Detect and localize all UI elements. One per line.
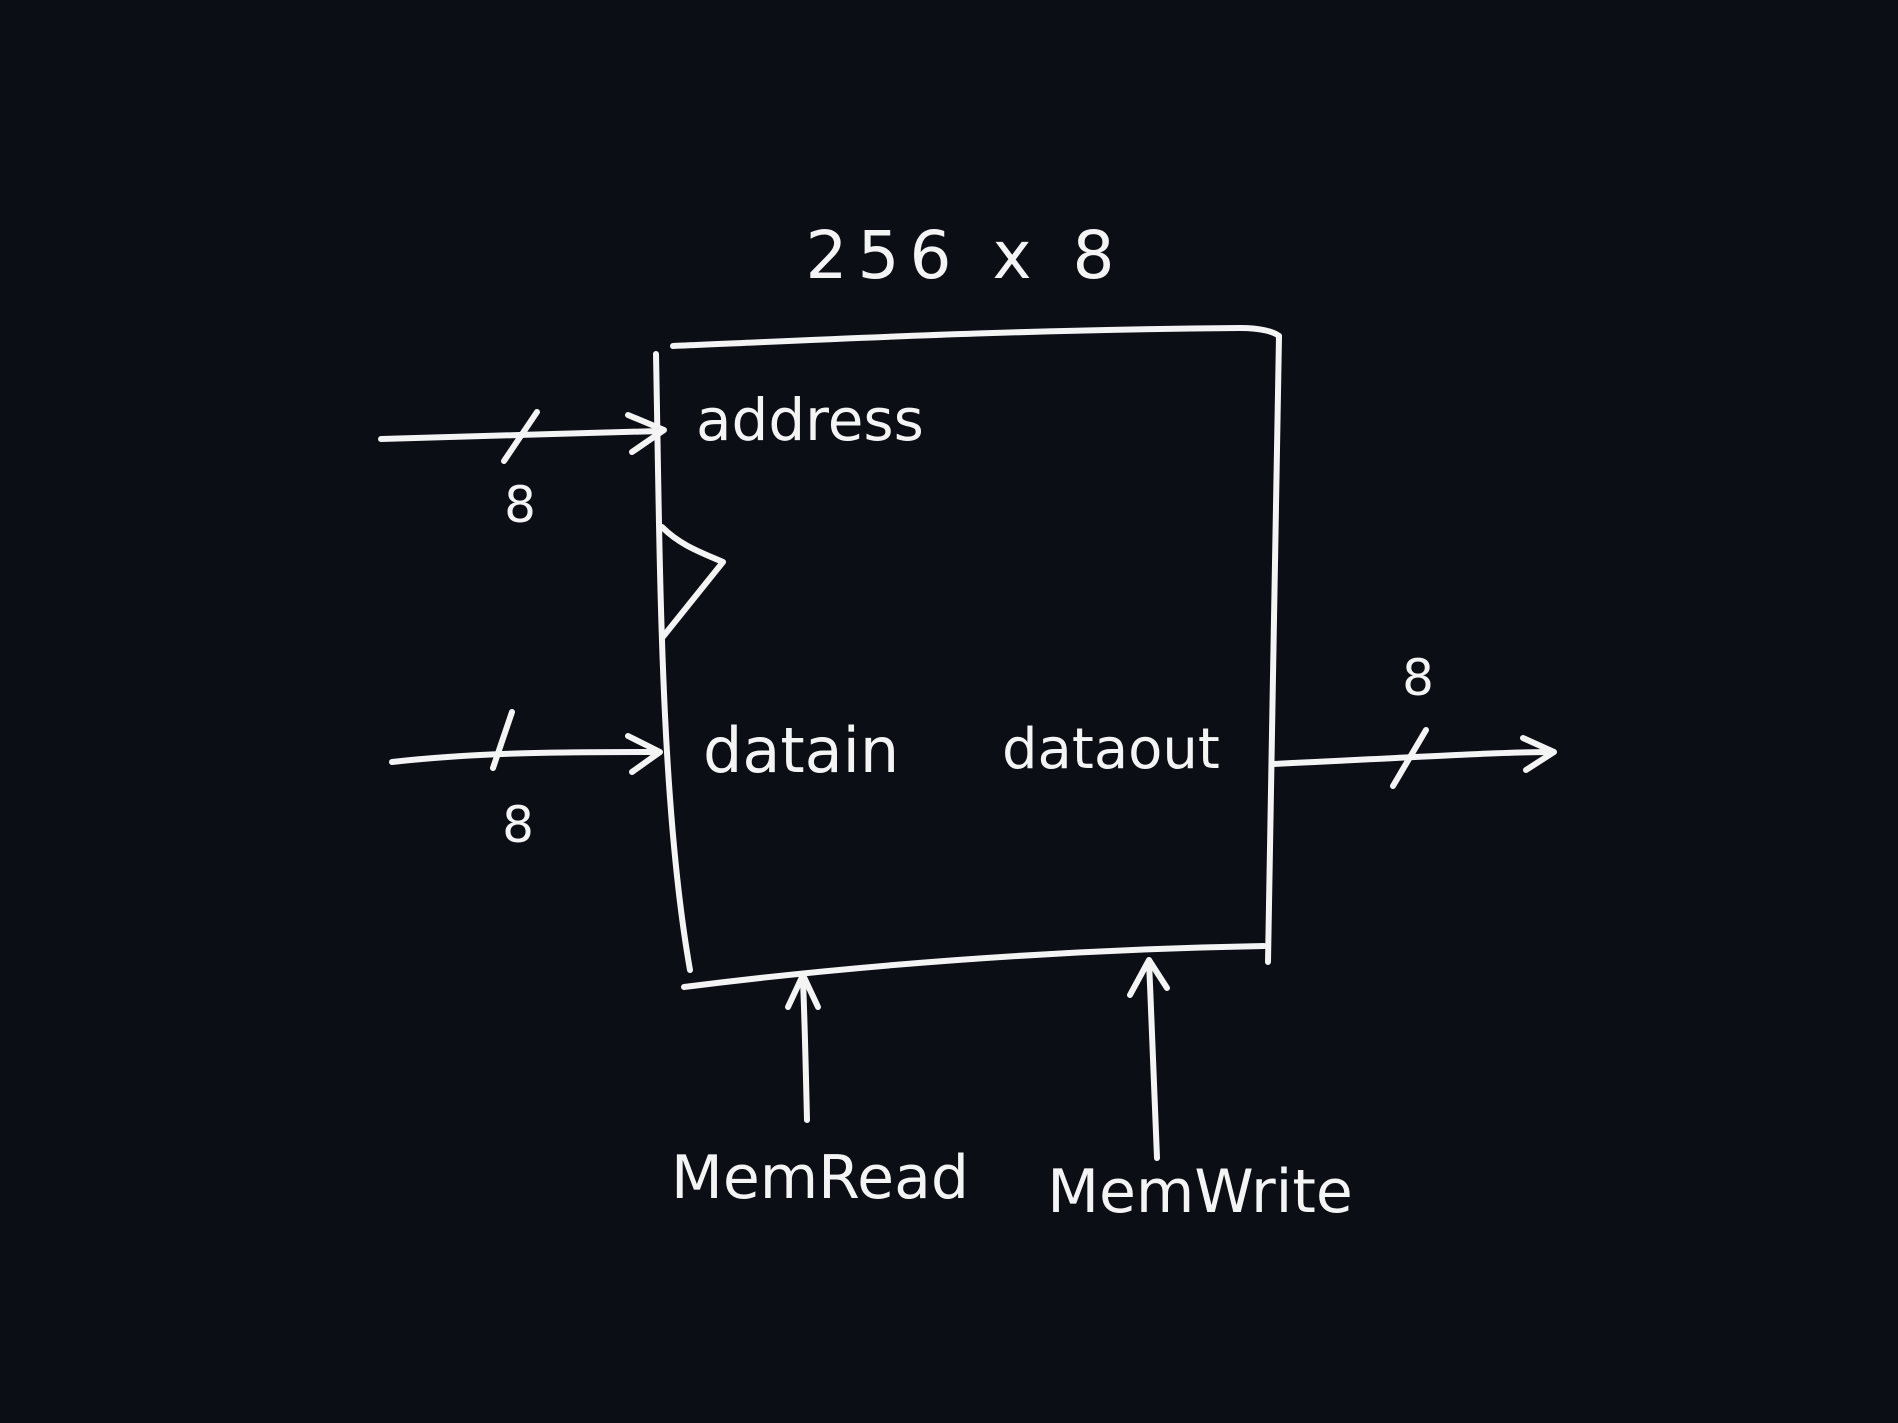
dataout-bus-line — [1271, 749, 1555, 767]
memread-label: MemRead — [671, 1143, 969, 1213]
memwrite-arrowhead — [1127, 957, 1170, 998]
datain-bus-width: 8 — [502, 796, 534, 854]
dataout-port-label: dataout — [1002, 717, 1220, 782]
memwrite-label: MemWrite — [1047, 1157, 1353, 1227]
block-left-edge — [653, 351, 693, 973]
address-bus-width: 8 — [504, 476, 536, 534]
address-input-bus: 8 — [378, 409, 667, 534]
datain-bus-slash — [490, 709, 515, 771]
dataout-bus-width: 8 — [1402, 649, 1434, 707]
datain-input-bus: 8 — [389, 709, 663, 854]
datain-arrowhead — [625, 733, 663, 775]
memread-arrowhead — [785, 972, 821, 1010]
dataout-output-bus: 8 — [1271, 649, 1557, 789]
memwrite-line — [1146, 959, 1160, 1161]
dataout-bus-slash — [1390, 727, 1429, 789]
datain-bus-line — [389, 749, 658, 765]
dataout-arrowhead — [1520, 735, 1557, 773]
memory-block — [653, 325, 1282, 990]
block-title: 256 x 8 — [806, 217, 1125, 294]
block-top-edge — [670, 325, 1282, 349]
datain-port-label: datain — [703, 714, 899, 787]
memwrite-control-input — [1127, 957, 1170, 1161]
block-bottom-edge — [681, 943, 1267, 990]
clock-input-triangle — [659, 524, 726, 641]
address-arrowhead — [625, 412, 667, 455]
memread-line — [800, 977, 810, 1123]
address-bus-slash — [501, 409, 540, 464]
address-port-label: address — [696, 386, 924, 454]
memread-control-input — [785, 972, 821, 1123]
block-right-edge — [1265, 333, 1282, 965]
